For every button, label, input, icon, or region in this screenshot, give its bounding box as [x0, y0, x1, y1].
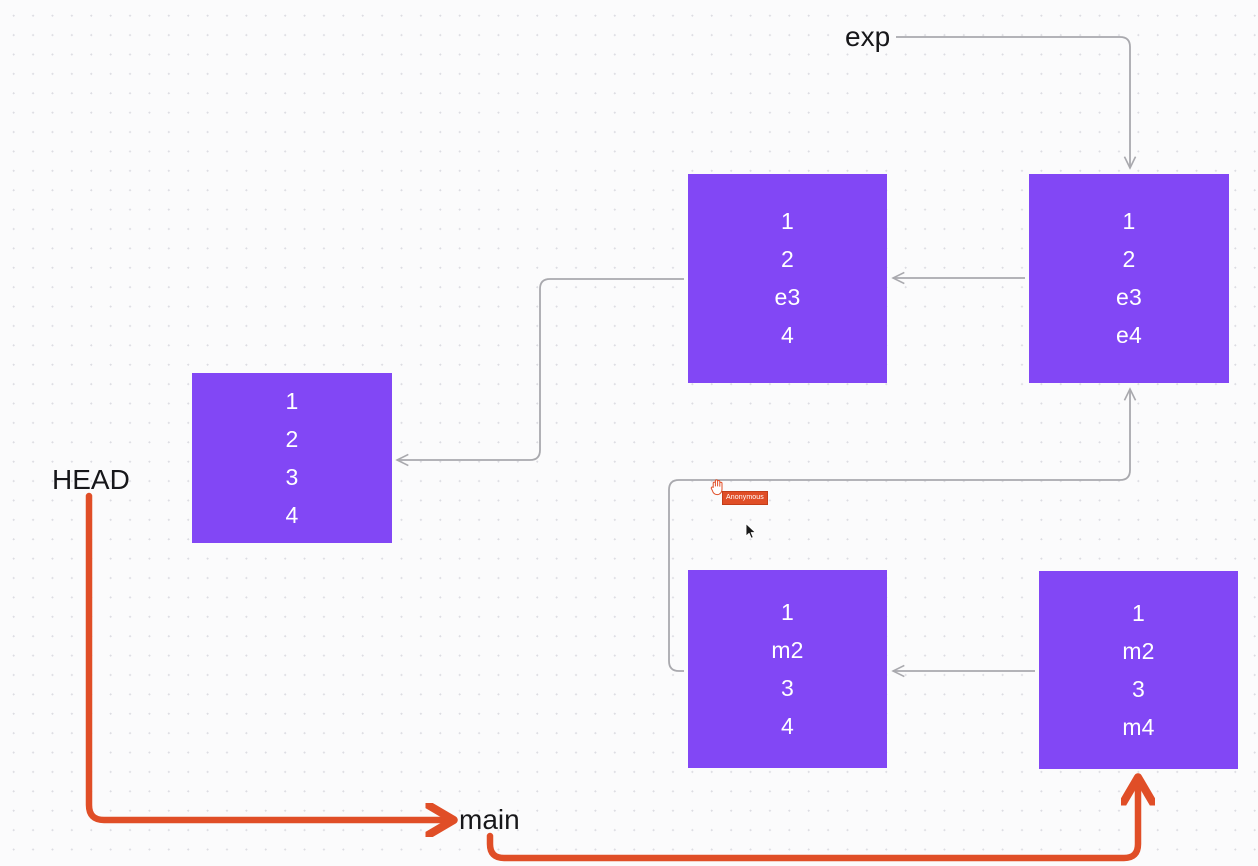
commit-line: 1 — [781, 598, 794, 625]
commit-line: e4 — [1116, 322, 1142, 348]
commit-line: 2 — [781, 246, 794, 272]
ref-label-main[interactable]: main — [459, 804, 520, 835]
commit-node-1-2-e3-e4[interactable]: 1 2 e3 e4 — [1029, 174, 1229, 383]
commit-line: 3 — [781, 674, 794, 701]
commit-node-1-2-3-4[interactable]: 1 2 3 4 — [192, 373, 392, 543]
commit-line: 3 — [285, 463, 299, 490]
ref-label-head[interactable]: HEAD — [52, 464, 130, 495]
link-exp-to-commit — [896, 36, 1130, 168]
link-main-to-commit — [486, 780, 1138, 862]
remote-cursor: Anonymous — [710, 478, 768, 505]
commit-line: m4 — [1122, 713, 1155, 740]
commit-line: 1 — [781, 208, 794, 234]
commit-line: 1 — [285, 387, 299, 414]
commit-line: 2 — [285, 425, 299, 452]
hand-icon — [710, 479, 723, 496]
ref-label-exp[interactable]: exp — [845, 21, 891, 52]
commit-node-1-2-e3-4[interactable]: 1 2 e3 4 — [688, 174, 887, 383]
link-head-to-main — [85, 492, 451, 820]
commit-line: 1 — [1132, 599, 1145, 626]
commit-line: m2 — [771, 636, 804, 663]
commit-line: 4 — [781, 712, 794, 739]
commit-node-1-m2-3-4[interactable]: 1 m2 3 4 — [688, 570, 887, 768]
commit-line: e3 — [774, 284, 801, 310]
commit-line: 1 — [1122, 208, 1136, 234]
commit-line: 4 — [285, 501, 299, 528]
commit-node-1-m2-3-m4[interactable]: 1 m2 3 m4 — [1039, 571, 1238, 769]
commit-line: 2 — [1122, 246, 1136, 272]
commit-line: 4 — [781, 322, 794, 348]
link-e34-to-1234 — [397, 278, 684, 460]
cursor-name-label: Anonymous — [722, 491, 768, 505]
commit-line: m2 — [1122, 637, 1155, 664]
commit-line: 3 — [1132, 675, 1145, 702]
mouse-pointer-icon — [745, 523, 758, 546]
commit-line: e3 — [1116, 284, 1142, 310]
